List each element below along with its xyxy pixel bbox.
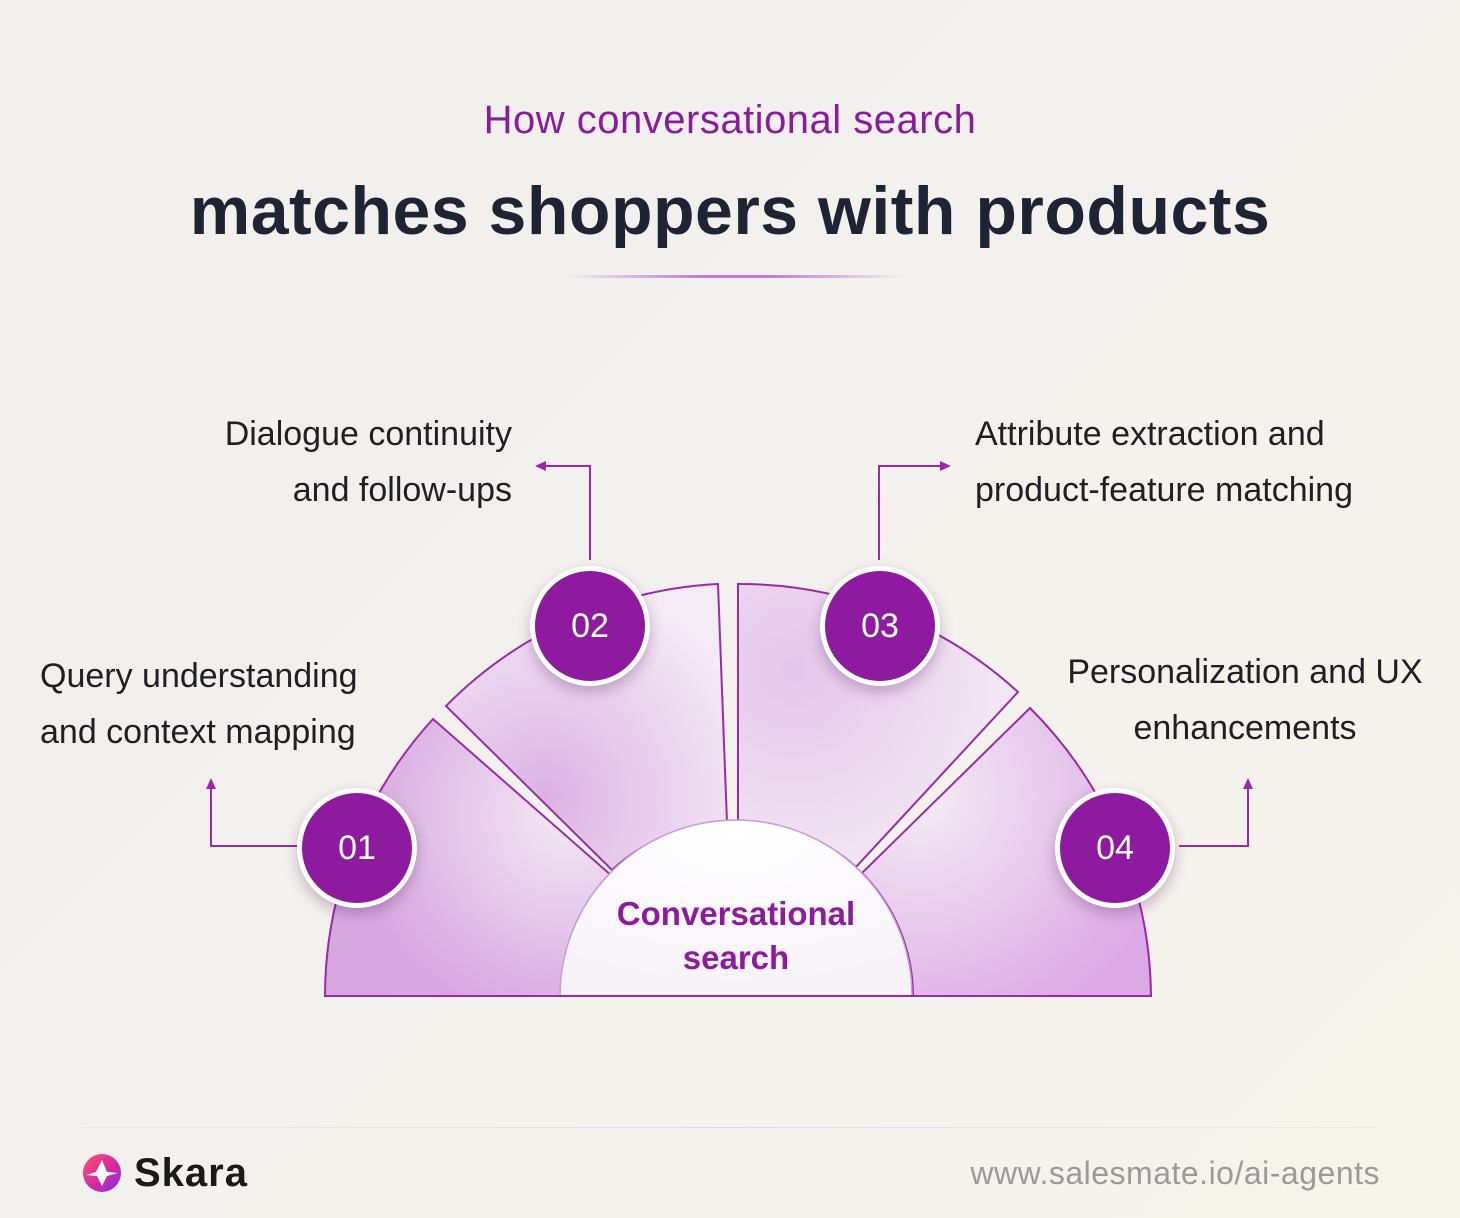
diagram-subtitle: How conversational search (483, 98, 977, 142)
footer-divider (80, 1127, 1380, 1128)
connector-02 (543, 465, 591, 560)
step-02-badge: 02 (530, 566, 650, 686)
arrowhead-03 (940, 461, 951, 471)
connector-03 (878, 465, 942, 560)
step-02-line-1: Dialogue continuity (224, 415, 512, 453)
step-01-badge: 01 (297, 788, 417, 908)
arrowhead-02 (535, 461, 546, 471)
step-01-label: Query understanding and context mapping (40, 648, 358, 760)
step-03-line-2: product-feature matching (975, 471, 1353, 509)
arrowhead-04 (1243, 778, 1253, 789)
step-03-line-1: Attribute extraction and (975, 415, 1325, 453)
center-semicircle (559, 819, 913, 997)
center-label: Conversational search (580, 892, 892, 980)
connector-04 (1179, 786, 1249, 847)
center-label-line-1: Conversational (616, 895, 856, 932)
connector-01 (210, 786, 297, 847)
step-04-label: Personalization and UX enhancements (1040, 644, 1450, 756)
footer-url: www.salesmate.io/ai-agents (970, 1155, 1380, 1191)
brand-name: Skara (134, 1151, 248, 1195)
diagram-title: matches shoppers with products (189, 173, 1271, 249)
arrowhead-01 (206, 778, 216, 789)
skara-logo-icon (83, 1154, 121, 1192)
title-underline (565, 275, 905, 278)
connector-lines (210, 465, 1249, 847)
connector-arrowheads (206, 461, 1253, 789)
step-03-badge: 03 (820, 566, 940, 686)
step-01-line-1: Query understanding (40, 657, 358, 695)
step-02-line-2: and follow-ups (292, 471, 512, 509)
center-label-line-2: search (682, 939, 790, 976)
step-04-line-2: enhancements (1133, 709, 1357, 747)
step-04-line-1: Personalization and UX (1067, 653, 1423, 691)
step-01-line-2: and context mapping (40, 713, 356, 751)
step-04-badge: 04 (1055, 788, 1175, 908)
step-03-label: Attribute extraction and product-feature… (975, 406, 1353, 518)
step-02-label: Dialogue continuity and follow-ups (150, 406, 512, 518)
